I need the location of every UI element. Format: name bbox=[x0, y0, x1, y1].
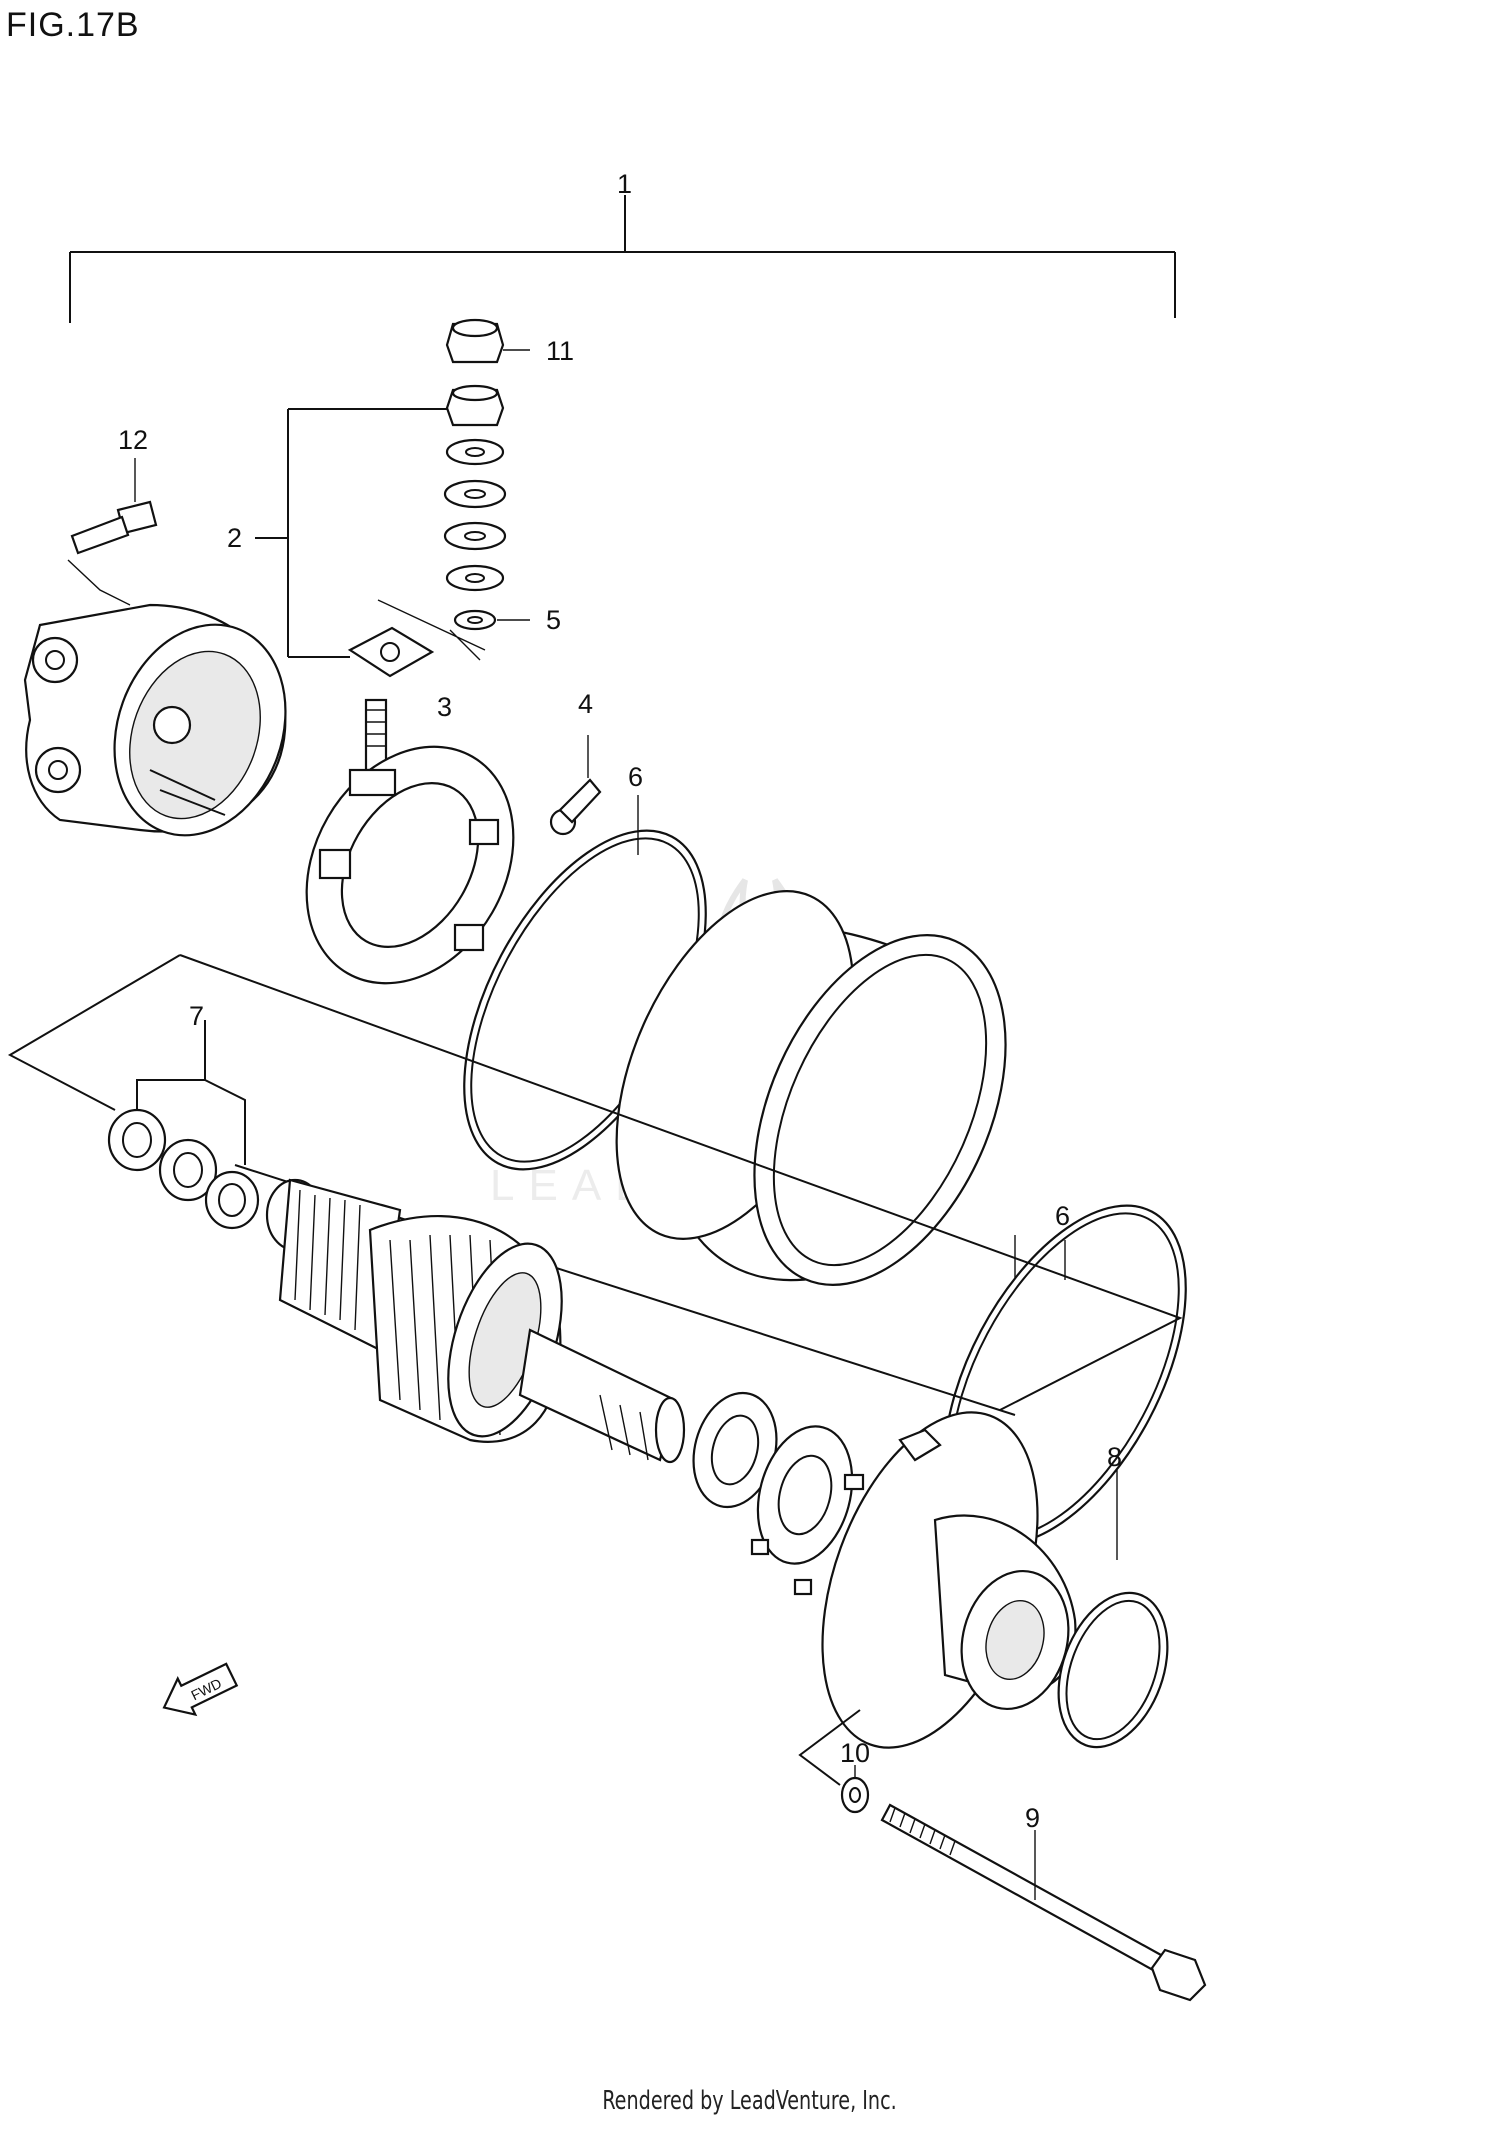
callout-5: 5 bbox=[546, 605, 561, 635]
callout-10: 10 bbox=[840, 1738, 870, 1768]
callout-labels: 1 2 3 4 5 6 6 7 8 9 10 11 12 bbox=[118, 169, 1122, 1833]
o-ring-part-8 bbox=[1057, 1470, 1169, 1749]
bracket-assembly-1 bbox=[69, 195, 1176, 323]
shim-set-part-7 bbox=[107, 1020, 260, 1230]
callout-9: 9 bbox=[1025, 1803, 1040, 1833]
callout-4: 4 bbox=[578, 689, 593, 719]
front-cover bbox=[821, 1411, 1077, 1749]
callout-11: 11 bbox=[546, 336, 574, 366]
footer-text: Rendered by LeadVenture, Inc. bbox=[602, 2086, 898, 2116]
nut-part-11 bbox=[445, 318, 530, 364]
armature bbox=[265, 1178, 686, 1464]
terminal-plate bbox=[347, 599, 486, 678]
washer-part-5 bbox=[453, 609, 497, 631]
bolt-part-12 bbox=[67, 458, 158, 606]
lock-plate bbox=[750, 1425, 865, 1596]
yoke-body bbox=[615, 890, 1016, 1286]
callout-6-upper: 6 bbox=[628, 762, 643, 792]
brush-holder-part-3 bbox=[305, 698, 515, 985]
bracket-terminal-kit-2 bbox=[255, 408, 448, 658]
figure-title: FIG.17B bbox=[6, 6, 140, 44]
fwd-arrow-icon: FWD bbox=[162, 1662, 239, 1717]
callout-7: 7 bbox=[189, 1001, 204, 1031]
callout-12: 12 bbox=[118, 425, 148, 455]
washer-part-10 bbox=[798, 1709, 870, 1814]
callout-1: 1 bbox=[617, 169, 632, 199]
terminal-part-4 bbox=[549, 735, 602, 836]
callout-2: 2 bbox=[227, 523, 242, 553]
callout-6-lower: 6 bbox=[1055, 1201, 1070, 1231]
through-bolt-part-9 bbox=[880, 1803, 1207, 2002]
washer-stack bbox=[443, 384, 530, 631]
footer-credit: Rendered by LeadVenture, Inc. bbox=[0, 2086, 1500, 2116]
rear-housing bbox=[23, 603, 287, 837]
callout-8: 8 bbox=[1107, 1442, 1122, 1472]
callout-3: 3 bbox=[437, 692, 452, 722]
